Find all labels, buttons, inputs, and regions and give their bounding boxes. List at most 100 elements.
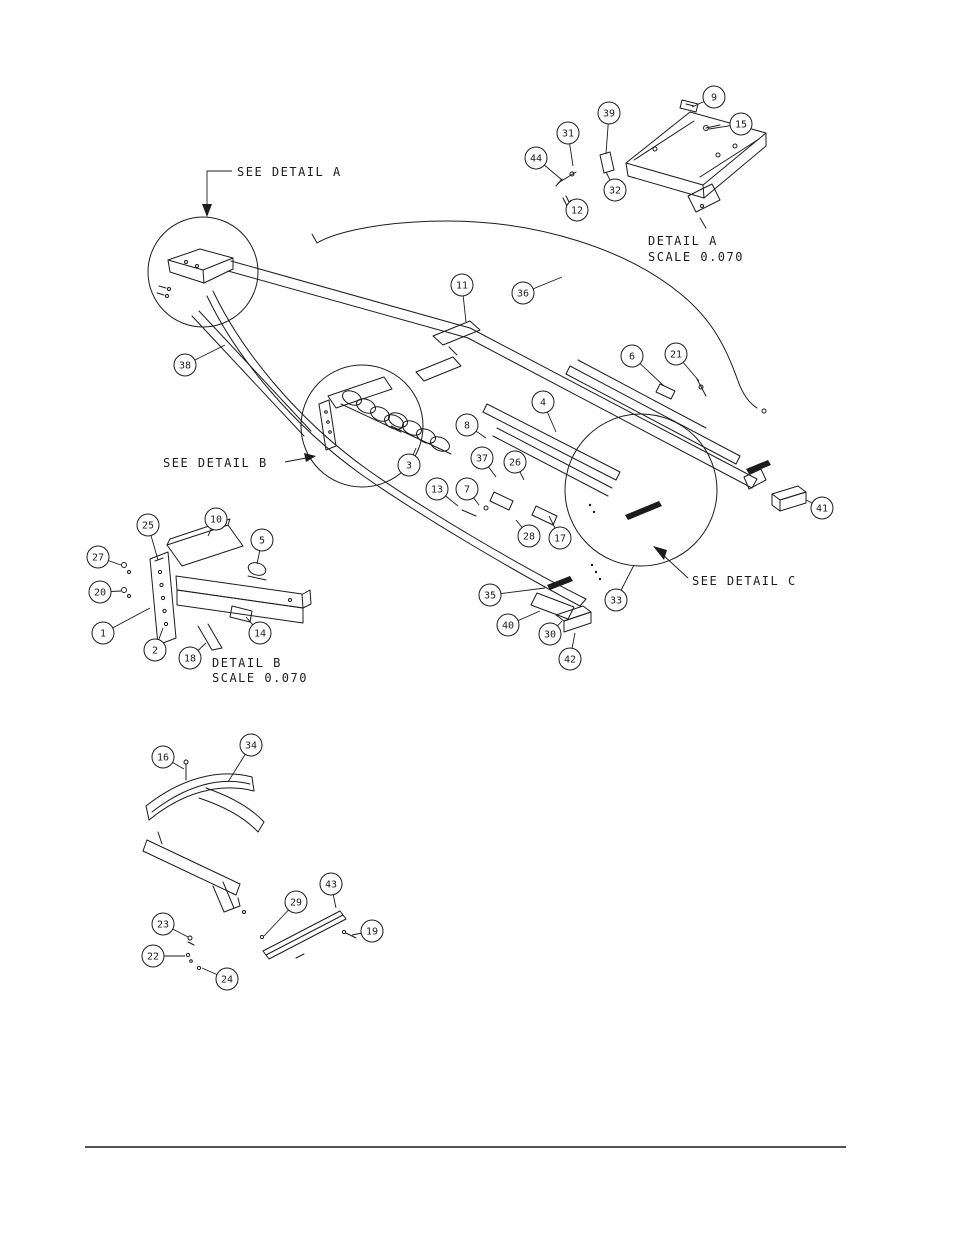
callout-balloon-41: 41 <box>810 496 834 520</box>
callout-number: 37 <box>476 454 488 465</box>
callout-balloon-37: 37 <box>470 446 494 470</box>
detail-a-ref-circle <box>147 216 259 328</box>
callout-balloon-20: 20 <box>88 580 112 604</box>
left-frame-rail <box>212 290 587 600</box>
wiring-harness <box>316 220 758 409</box>
callout-number: 6 <box>629 352 635 363</box>
callout-number: 33 <box>610 596 622 607</box>
callout-balloon-22: 22 <box>141 944 165 968</box>
callout-balloon-1: 1 <box>91 621 115 645</box>
see-detail-c-label: SEE DETAIL C <box>692 574 797 588</box>
callout-balloon-4: 4 <box>531 390 555 414</box>
see-detail-a-leader <box>206 170 232 204</box>
callout-number: 41 <box>816 504 828 515</box>
detail-b-bunk <box>166 524 244 567</box>
right-frame-rail <box>230 260 758 480</box>
see-detail-c-leader <box>661 553 689 579</box>
callout-balloon-40: 40 <box>496 613 520 637</box>
callout-number: 17 <box>554 534 566 545</box>
callout-balloon-44: 44 <box>524 146 548 170</box>
callout-number: 2 <box>152 646 158 657</box>
callout-balloon-3: 3 <box>397 453 421 477</box>
left-tongue-member <box>198 310 312 432</box>
callout-number: 8 <box>464 421 470 432</box>
callout-balloon-32: 32 <box>603 178 627 202</box>
callout-balloon-15: 15 <box>729 112 753 136</box>
callout-number: 43 <box>325 880 337 891</box>
callout-balloon-36: 36 <box>511 281 535 305</box>
callout-number: 27 <box>92 553 104 564</box>
see-detail-b-leader <box>284 457 307 463</box>
callout-balloon-42: 42 <box>558 647 582 671</box>
callout-balloon-30: 30 <box>538 622 562 646</box>
callout-number: 30 <box>544 630 556 641</box>
see-detail-c-arrowhead <box>653 546 667 560</box>
callout-balloon-29: 29 <box>284 890 308 914</box>
detail-b-title: DETAIL B <box>212 656 282 670</box>
callout-number: 40 <box>502 621 514 632</box>
callout-number: 5 <box>259 536 265 547</box>
callout-number: 16 <box>157 753 169 764</box>
callout-balloon-34: 34 <box>239 733 263 757</box>
callout-balloon-2: 2 <box>143 638 167 662</box>
detail-a-shim <box>599 151 615 174</box>
callout-number: 19 <box>366 927 378 938</box>
v-bunk-board <box>145 773 253 807</box>
callout-balloon-18: 18 <box>178 646 202 670</box>
callout-number: 34 <box>245 741 257 752</box>
callout-number: 20 <box>94 588 106 599</box>
callout-number: 3 <box>406 461 412 472</box>
detail-b-scale: SCALE 0.070 <box>212 671 308 685</box>
callout-balloon-25: 25 <box>136 513 160 537</box>
callout-number: 12 <box>571 206 583 217</box>
callout-balloon-19: 19 <box>360 919 384 943</box>
callout-number: 28 <box>523 532 535 543</box>
callout-number: 24 <box>221 975 233 986</box>
detail-a-view <box>555 99 767 229</box>
callout-number: 23 <box>157 920 169 931</box>
callout-balloon-11: 11 <box>450 273 474 297</box>
detail-b-upright <box>149 551 177 646</box>
see-detail-a-label: SEE DETAIL A <box>237 165 342 179</box>
callout-balloon-5: 5 <box>250 528 274 552</box>
bottom-detail-view <box>142 759 357 971</box>
detail-a-title: DETAIL A <box>648 234 718 248</box>
detail-a-plate <box>679 99 699 113</box>
callout-number: 15 <box>735 120 747 131</box>
callout-balloon-26: 26 <box>503 450 527 474</box>
callout-balloon-33: 33 <box>604 588 628 612</box>
callout-number: 31 <box>562 129 574 140</box>
see-detail-b-label: SEE DETAIL B <box>163 456 268 470</box>
annotation-labels: SEE DETAIL A SEE DETAIL B SEE DETAIL C D… <box>163 165 797 685</box>
callout-number: 38 <box>179 361 191 372</box>
callout-balloon-43: 43 <box>319 872 343 896</box>
callout-balloon-14: 14 <box>248 621 272 645</box>
see-detail-a-arrowhead <box>202 204 212 217</box>
callout-balloon-24: 24 <box>215 967 239 991</box>
callout-number: 35 <box>484 591 496 602</box>
callout-number: 42 <box>564 655 576 666</box>
callout-balloon-21: 21 <box>664 342 688 366</box>
callout-balloon-6: 6 <box>620 344 644 368</box>
callout-balloon-39: 39 <box>597 101 621 125</box>
callout-number: 7 <box>464 485 470 496</box>
callout-number: 29 <box>290 898 302 909</box>
item-41-block <box>771 485 807 501</box>
callout-number: 26 <box>509 458 521 469</box>
callout-balloon-12: 12 <box>565 198 589 222</box>
callout-balloon-38: 38 <box>173 353 197 377</box>
callout-balloon-8: 8 <box>455 413 479 437</box>
detail-a-bolt <box>703 125 709 131</box>
callout-balloon-35: 35 <box>478 583 502 607</box>
callout-number: 18 <box>184 654 196 665</box>
callout-balloon-9: 9 <box>702 85 726 109</box>
callout-balloon-23: 23 <box>151 912 175 936</box>
detail-b-ref-circle <box>300 364 424 488</box>
detail-c-ref-circle <box>564 413 718 567</box>
callout-balloon-7: 7 <box>455 477 479 501</box>
callout-balloon-31: 31 <box>556 121 580 145</box>
callout-number: 13 <box>431 485 443 496</box>
callout-balloon-13: 13 <box>425 477 449 501</box>
